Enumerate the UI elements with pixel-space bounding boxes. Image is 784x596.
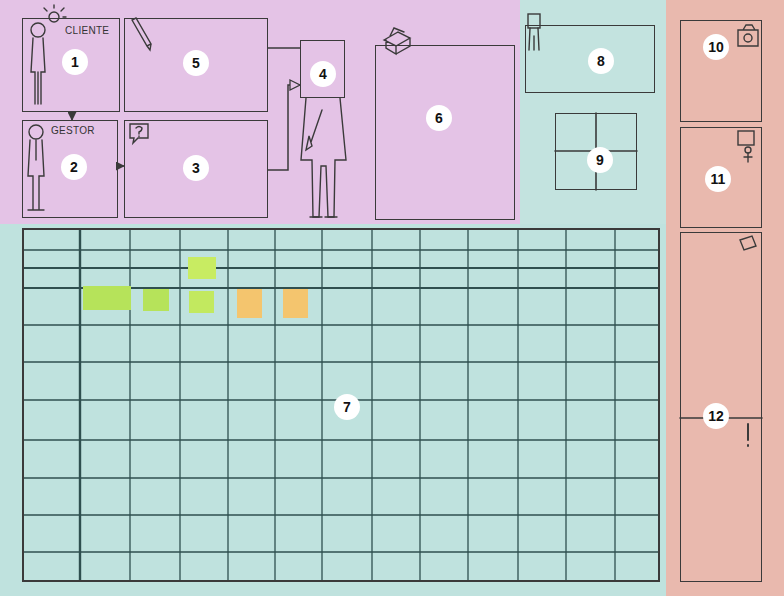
grid-line xyxy=(614,228,615,582)
role-label: CLIENTE xyxy=(65,25,109,37)
teal-band xyxy=(0,224,666,596)
salmon-band xyxy=(666,0,784,596)
sticky-note xyxy=(189,291,214,313)
grid-line xyxy=(22,439,660,440)
callout-number: 12 xyxy=(703,403,729,429)
sticky-note xyxy=(188,257,216,279)
grid-line xyxy=(419,228,420,582)
grid-line xyxy=(227,228,228,582)
timeline-grid: 7 xyxy=(22,228,660,582)
grid-line xyxy=(467,228,468,582)
icons xyxy=(28,5,762,446)
screen-icon xyxy=(738,131,754,145)
grid-line xyxy=(22,324,660,325)
grid-line xyxy=(565,228,566,582)
canvas-box: 6 xyxy=(375,45,515,220)
person-icon xyxy=(745,147,751,153)
grid-line xyxy=(22,477,660,478)
flow-connector xyxy=(268,47,300,49)
grid-line xyxy=(129,228,130,582)
callout-number: 9 xyxy=(587,147,613,173)
figure-arm xyxy=(306,110,322,150)
grid-line xyxy=(321,228,322,582)
grid-line xyxy=(22,249,660,250)
sticky-note xyxy=(283,289,308,318)
callout-number: 5 xyxy=(183,50,209,76)
bubble-icon xyxy=(136,127,142,137)
canvas-box: 12 xyxy=(680,232,762,582)
teal-band xyxy=(520,0,666,224)
role-label: GESTOR xyxy=(51,125,95,137)
callout-number: 10 xyxy=(703,34,729,60)
flow-connector xyxy=(268,85,300,170)
sticky-notes xyxy=(83,257,308,318)
person-icon xyxy=(31,23,45,37)
canvas-box: 5 xyxy=(124,18,268,112)
callout-number: 11 xyxy=(705,166,731,192)
exclamation-icon xyxy=(747,424,749,446)
grid-line xyxy=(22,361,660,362)
matrix-box: 9 xyxy=(555,113,637,190)
sticky-note xyxy=(83,286,131,310)
callout-number: 3 xyxy=(183,155,209,181)
person-icon xyxy=(28,140,44,210)
person-icon xyxy=(744,153,752,162)
canvas-box: 3 xyxy=(124,120,268,218)
persona-box: CLIENTE 1 xyxy=(22,18,120,112)
person-icon xyxy=(29,125,43,139)
persona-box: GESTOR 2 xyxy=(22,120,118,218)
flow-connector xyxy=(71,112,73,120)
printer-icon xyxy=(384,28,410,54)
camera-icon xyxy=(738,25,758,46)
canvas-box: 11 xyxy=(680,127,762,228)
callout-number: 7 xyxy=(334,394,360,420)
canvas-box: 10 xyxy=(680,20,762,122)
grid-line xyxy=(371,228,372,582)
grid-line xyxy=(22,551,660,552)
pencil-icon xyxy=(132,18,151,50)
callout-number: 2 xyxy=(61,154,87,180)
sticky-note xyxy=(237,289,262,318)
callout-number: 4 xyxy=(310,61,336,87)
callout-number: 1 xyxy=(62,49,88,75)
grid-line xyxy=(22,514,660,515)
grid-line xyxy=(79,228,81,582)
person-icon xyxy=(529,28,539,50)
bulb-icon xyxy=(49,12,59,22)
grid-line xyxy=(517,228,518,582)
canvas-box: 8 xyxy=(525,25,655,93)
figure-body xyxy=(301,98,346,217)
bulb-icon xyxy=(44,5,66,17)
figure-head: 4 xyxy=(300,40,345,98)
figure-feet xyxy=(310,216,337,217)
grid-line xyxy=(179,228,180,582)
grid-lines xyxy=(22,228,660,582)
grid-line xyxy=(22,267,660,269)
grid-line xyxy=(274,228,275,582)
person-icon xyxy=(31,38,45,104)
callout-number: 6 xyxy=(426,105,452,131)
bubble-icon xyxy=(130,124,148,143)
sticky-note xyxy=(143,289,169,311)
pink-band xyxy=(0,0,520,224)
phone-icon xyxy=(740,236,756,250)
callout-number: 8 xyxy=(588,48,614,74)
camera-icon xyxy=(744,34,752,42)
box-divider xyxy=(555,113,637,190)
